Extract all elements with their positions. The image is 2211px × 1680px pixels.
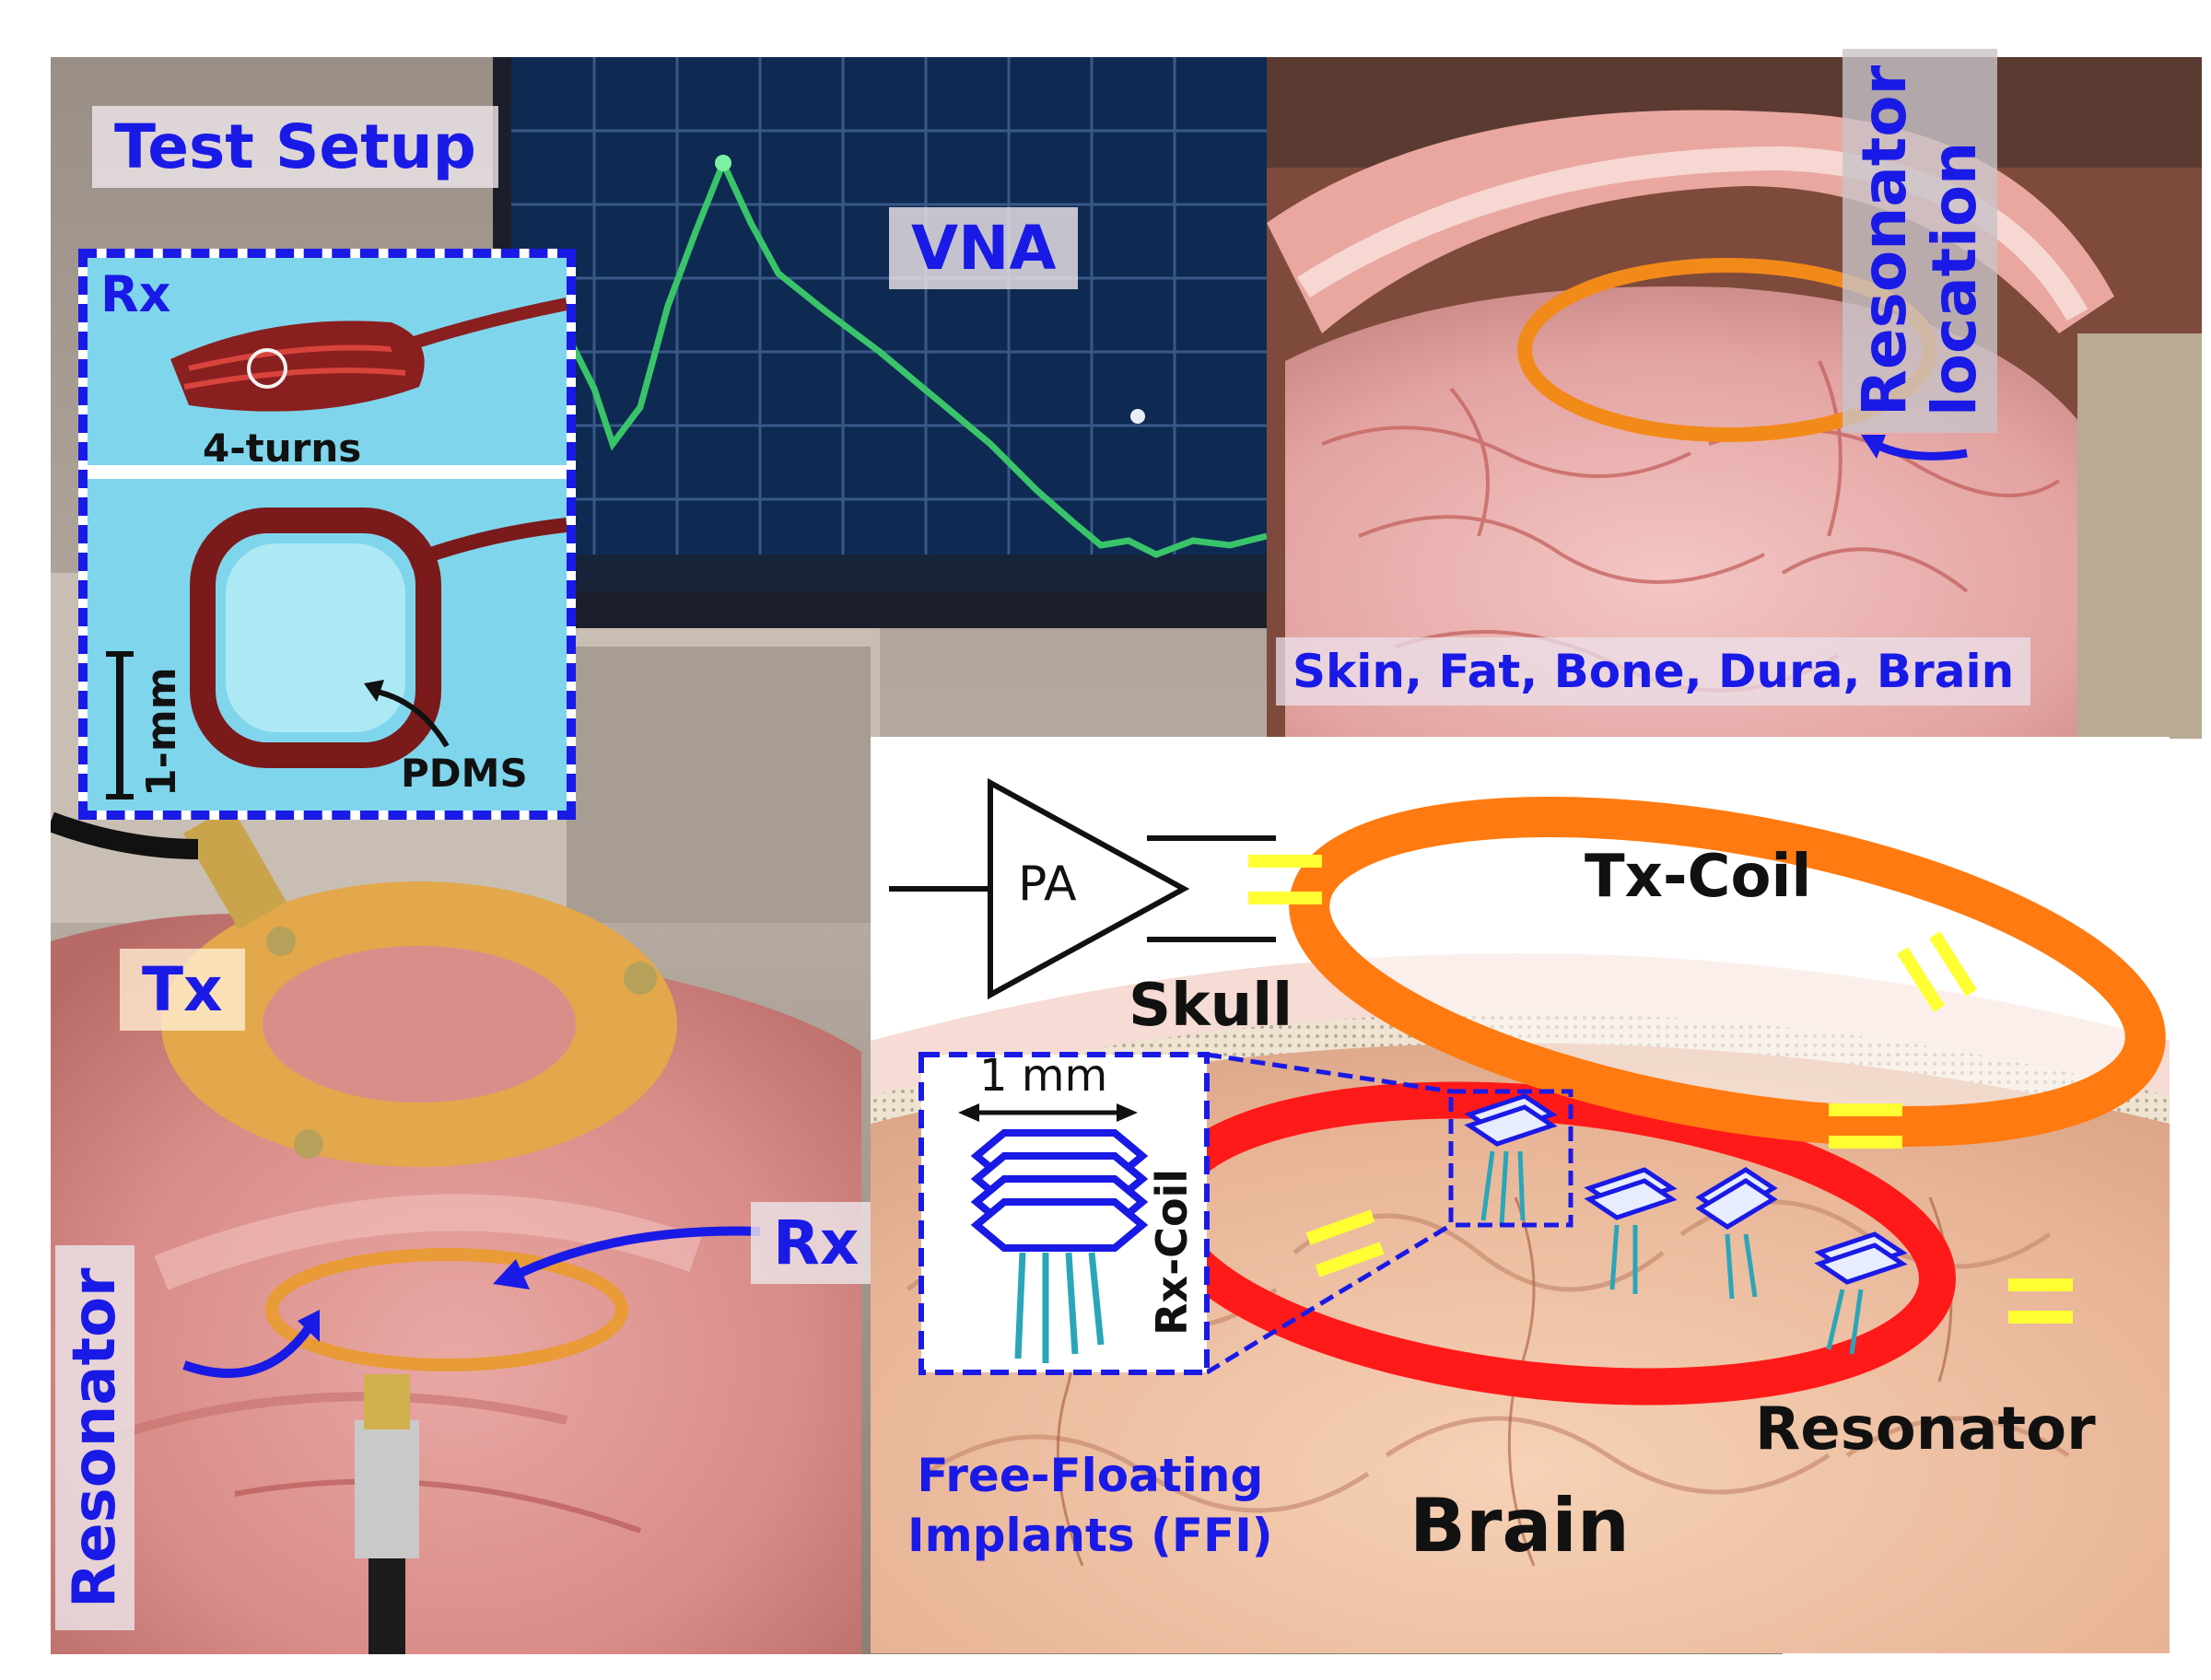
skull-label: Skull xyxy=(1129,972,1293,1040)
tx-label: Tx xyxy=(120,949,245,1031)
tx-coil-label: Tx-Coil xyxy=(1585,843,1812,911)
tx-coil-pcb xyxy=(161,881,677,1167)
capacitor-group xyxy=(1248,855,2073,1324)
ruler xyxy=(2077,333,2202,739)
ffi-label: Free-Floating Implants (FFI) xyxy=(907,1446,1273,1566)
schematic-resonator-label: Resonator xyxy=(1755,1395,2096,1464)
rx-coil-inset-art xyxy=(88,258,567,811)
inset-rx-label: Rx xyxy=(100,265,171,323)
vna-trace xyxy=(563,155,1268,558)
ffi-label-line1: Free-Floating xyxy=(917,1449,1264,1502)
rx-coil-top-view xyxy=(190,508,441,768)
rx-label: Rx xyxy=(751,1202,882,1284)
rx-coil-label: Rx-Coil xyxy=(1147,1168,1197,1336)
pa-label: PA xyxy=(1018,857,1077,912)
resonator-location-arrow xyxy=(1872,439,1968,461)
ffi-label-line2: Implants (FFI) xyxy=(907,1509,1273,1562)
implant-zoom-box xyxy=(1448,1089,1573,1228)
resonator-location-line2: location xyxy=(1918,141,1990,416)
schematic-panel: PA Tx-Coil Skull 1 mm Rx-Coil Resonator … xyxy=(871,737,2170,1653)
rx-coil-inset: Rx 4-turns 1-mm PDMS xyxy=(78,249,576,820)
resonator-ring-photo xyxy=(265,1248,628,1371)
ffi-zoom-inset xyxy=(918,1052,1210,1375)
resonator-location-line1: Resonator xyxy=(1849,64,1920,416)
inset-scale-label: 1-mm xyxy=(138,667,185,797)
resonator-arrow xyxy=(182,1325,313,1378)
inset-turns-label: 4-turns xyxy=(203,426,362,471)
resonator-label-vertical: Resonator xyxy=(55,1245,135,1630)
brain-photo-panel: Skin, Fat, Bone, Dura, Brain xyxy=(1267,57,2202,739)
ffi-electrodes xyxy=(1014,1252,1105,1363)
ffi-scale-label: 1 mm xyxy=(979,1050,1108,1102)
schematic-art xyxy=(871,777,2170,1653)
resonator-location-label: Resonator location xyxy=(1842,48,1997,433)
rx-coil-side-view xyxy=(170,321,425,412)
test-setup-label: Test Setup xyxy=(92,106,498,188)
rx-arrow xyxy=(518,1226,761,1278)
brain-photo xyxy=(1267,57,2202,739)
ffi-implants xyxy=(1464,1093,1908,1355)
sma-connector-top xyxy=(183,806,287,929)
sma-connector-bottom xyxy=(355,1420,419,1558)
vna-label: VNA xyxy=(889,207,1079,289)
inset-pdms-label: PDMS xyxy=(401,751,528,796)
rx-coil-stack xyxy=(970,1129,1149,1252)
tissue-layers-label: Skin, Fat, Bone, Dura, Brain xyxy=(1276,637,2031,706)
brain-label: Brain xyxy=(1410,1483,1630,1569)
pa-triangle xyxy=(988,777,1190,1000)
